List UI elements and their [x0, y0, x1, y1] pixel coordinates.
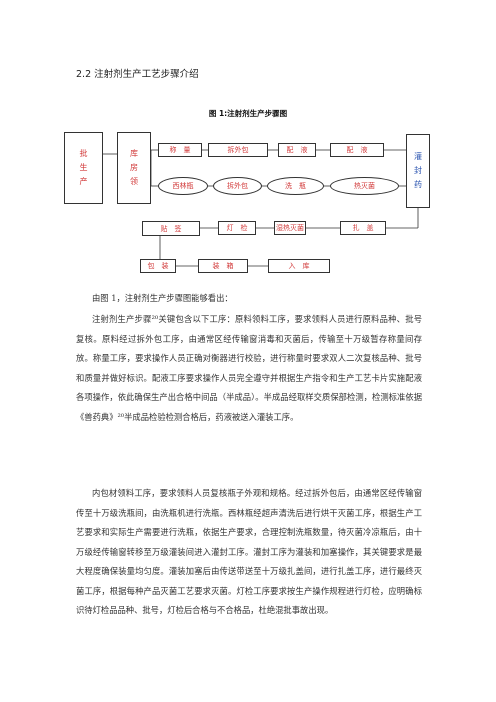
node-moist-sterilize: 湿热灭菌 — [274, 221, 306, 235]
figure-caption: 图 1:注射剂生产步骤图 — [208, 109, 288, 118]
node-fill-seal: 灌 封 药 — [406, 134, 430, 208]
node-cap: 扎 盖 — [340, 221, 386, 235]
node-unpack-top: 拆外包 — [208, 143, 268, 157]
node-boxing: 装 箱 — [198, 259, 248, 273]
node-storage: 入 库 — [268, 259, 330, 273]
node-liquid-prep: 配 液 — [330, 143, 384, 157]
node-label: 房 — [130, 163, 138, 172]
node-heat-sterilize: 热灭菌 — [330, 177, 399, 195]
paragraph-packaging: 内包材领料工序，要求领料人员复核瓶子外观和规格。经过拆外包后，由通常区经传输窗传… — [76, 488, 422, 615]
node-mix: 配 液 — [278, 143, 316, 157]
node-label: 库 — [130, 149, 138, 158]
node-batch-production: 批 生 产 — [64, 132, 103, 204]
node-weighing: 称 量 — [158, 143, 202, 157]
node-label: 产 — [79, 177, 88, 186]
node-label: 药 — [414, 180, 422, 189]
node-vial: 西林瓶 — [158, 177, 208, 195]
node-label: 批 — [79, 149, 88, 158]
flowchart-connectors — [103, 149, 419, 267]
node-warehouse: 库 房 领 — [117, 132, 151, 204]
node-unpack: 拆外包 — [213, 177, 262, 195]
node-wash-bottle: 洗 瓶 — [267, 177, 324, 195]
paragraph-steps: 注射剂生产步骤²⁰关键包含以下工序：原料领料工序，要求领料人员进行原料品种、批号… — [76, 314, 422, 422]
node-package: 包 装 — [140, 259, 176, 273]
node-label: 生 — [79, 163, 88, 172]
flowchart: 批 生 产 库 房 领 称 量 拆外包 配 液 配 液 灌 封 药 西林瓶 拆外… — [60, 124, 436, 284]
node-label: 领 — [130, 177, 138, 186]
node-label: 封 — [414, 166, 422, 175]
node-label-apply: 贴 签 — [142, 221, 200, 236]
node-label: 灌 — [414, 152, 422, 161]
section-heading: 2.2 注射剂生产工艺步骤介绍 — [76, 69, 199, 80]
paragraph-intro: 由图 1，注射剂生产步骤图能够看出： — [92, 293, 233, 303]
node-light-inspect: 灯 检 — [218, 221, 256, 235]
